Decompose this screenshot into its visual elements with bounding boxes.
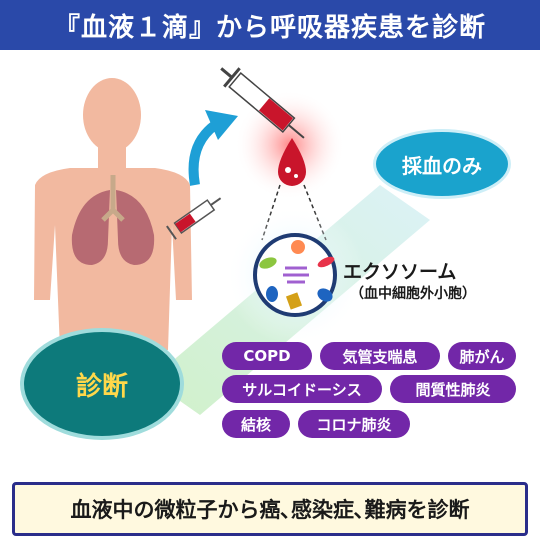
page-title: 『血液１滴』から呼吸器疾患を診断	[0, 0, 540, 50]
disease-pill: サルコイドーシス	[222, 375, 382, 403]
diagnosis-badge: 診断	[24, 332, 180, 436]
exosome-icon	[253, 233, 337, 317]
disease-pill: 肺がん	[448, 342, 516, 370]
blood-sampling-badge: 採血のみ	[376, 132, 508, 196]
disease-pill: コロナ肺炎	[298, 410, 410, 438]
illustration: 採血のみ エクソソーム （血中細胞外小胞） 診断 COPD 気管支喘息 肺がん …	[0, 50, 540, 475]
syringe-icon	[166, 197, 222, 240]
disease-pill: 結核	[222, 410, 290, 438]
disease-pill: 間質性肺炎	[390, 375, 516, 403]
disease-pill: COPD	[222, 342, 312, 370]
arrow-head-icon	[205, 110, 238, 140]
arrow-icon	[188, 120, 219, 186]
illustration-graphics	[34, 67, 430, 415]
large-syringe-icon	[220, 67, 305, 139]
blood-drop-icon	[278, 138, 306, 186]
lungs-icon	[71, 175, 155, 265]
footer-caption: 血液中の微粒子から癌､感染症､難病を診断	[12, 482, 528, 536]
exosome-label: エクソソーム	[343, 261, 457, 283]
body-silhouette	[34, 78, 192, 350]
exosome-sublabel: （血中細胞外小胞）	[350, 286, 476, 302]
disease-pill: 気管支喘息	[320, 342, 440, 370]
